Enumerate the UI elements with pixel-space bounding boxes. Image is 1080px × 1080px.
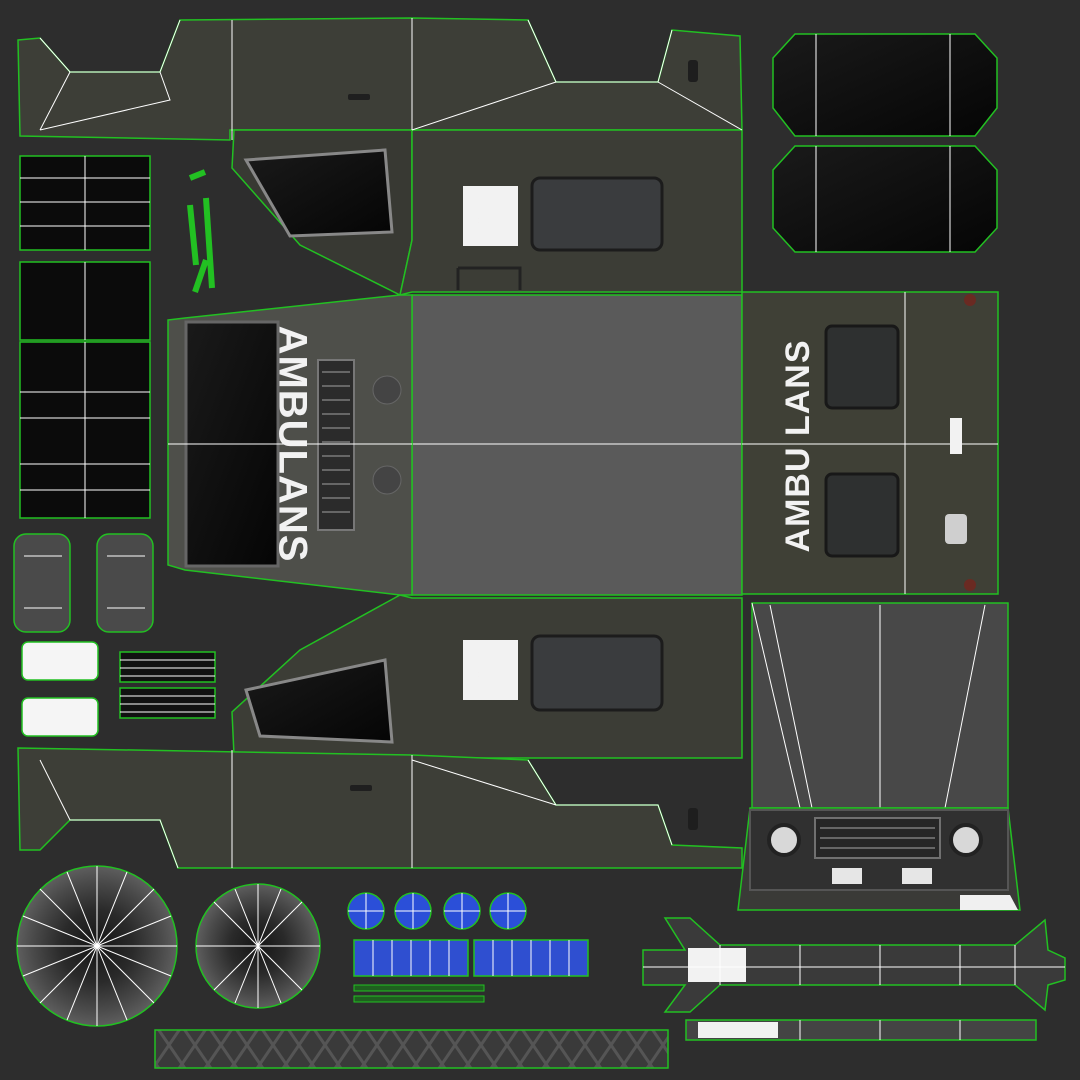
beacon-strip: [353, 939, 589, 1003]
tire-tread-strip: [154, 1029, 669, 1069]
door-handle-icon: [348, 94, 370, 100]
door-handle-icon: [350, 785, 372, 791]
beacon-icon: [347, 892, 527, 930]
wheel-icon: [195, 883, 321, 1009]
bumper-strip: [642, 917, 1066, 1041]
trim-strip: [187, 169, 215, 293]
side-panel-text: AMBULANS: [270, 326, 314, 563]
rear-side-window: [530, 176, 664, 252]
lower-body-side-panel: [17, 594, 743, 869]
roof-panel: [399, 294, 743, 596]
badge-icon: [945, 514, 967, 544]
wheel-icon: [16, 865, 178, 1027]
hood-front-panel: [737, 602, 1021, 911]
front-windscreen-panel: AMBULANS: [167, 294, 413, 596]
left-glass-strips: [19, 155, 215, 519]
red-crescent-icon: [463, 640, 518, 700]
mirror-pieces: [13, 533, 216, 737]
rear-door-panel: AMBU LANS: [741, 291, 999, 595]
grille-icon: [317, 359, 355, 531]
rear-side-window: [530, 634, 664, 712]
red-crescent-icon: [463, 186, 518, 246]
upper-body-side-panel: [17, 17, 743, 297]
headlight-icon: [949, 823, 983, 857]
mirror-mount-icon: [688, 808, 698, 830]
glass-pieces: [772, 33, 998, 253]
mirror-mount-icon: [688, 60, 698, 82]
headlight-icon: [767, 823, 801, 857]
rear-door-text: AMBU LANS: [779, 340, 817, 553]
